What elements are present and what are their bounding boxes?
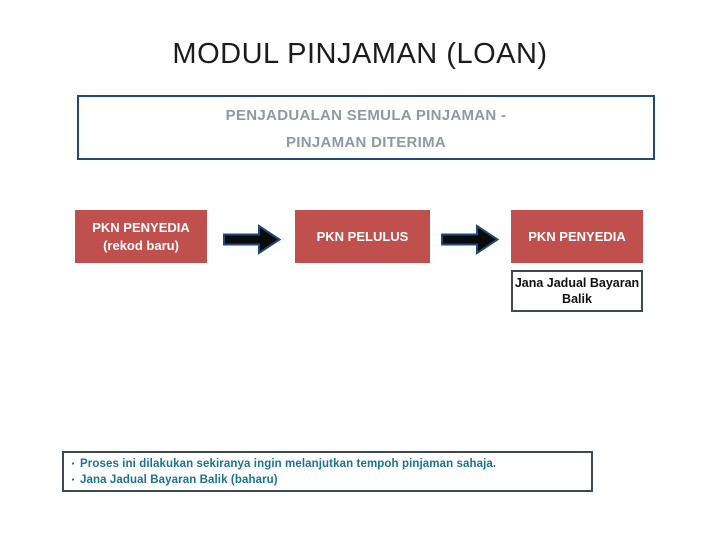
flow-box-pkn-penyedia: PKN PENYEDIA bbox=[511, 210, 643, 263]
section-header-line1: PENJADUALAN SEMULA PINJAMAN - bbox=[225, 107, 507, 124]
right-arrow-icon bbox=[222, 223, 282, 256]
flow-box1-line1: PKN PENYEDIA bbox=[92, 219, 190, 235]
sub-box-line1: Jana Jadual Bayaran bbox=[514, 276, 640, 290]
sub-box-jana-jadual-bayaran-balik: Jana Jadual Bayaran Balik bbox=[511, 270, 643, 312]
note-bullet1-text: Proses ini dilakukan sekiranya ingin mel… bbox=[80, 458, 497, 470]
flow-box1-line2: (rekod baru) bbox=[103, 237, 179, 253]
notes-box: ▪ Proses ini dilakukan sekiranya ingin m… bbox=[62, 451, 593, 492]
page-title: MODUL PINJAMAN (LOAN) bbox=[172, 38, 548, 70]
bullet-icon: ▪ bbox=[71, 459, 75, 468]
list-item: ▪ Jana Jadual Bayaran Balik (baharu) bbox=[66, 472, 587, 488]
note-bullet2-text: Jana Jadual Bayaran Balik (baharu) bbox=[80, 474, 278, 486]
flow-box-pkn-pelulus: PKN PELULUS bbox=[295, 210, 430, 263]
flow-box2-label: PKN PELULUS bbox=[316, 228, 409, 244]
flow-box-pkn-penyedia-rekod-baru: PKN PENYEDIA (rekod baru) bbox=[75, 210, 207, 263]
flow-box3-label: PKN PENYEDIA bbox=[528, 228, 626, 244]
section-header-box: PENJADUALAN SEMULA PINJAMAN - PINJAMAN D… bbox=[77, 95, 655, 160]
section-header-line2: PINJAMAN DITERIMA bbox=[285, 134, 447, 151]
bullet-icon: ▪ bbox=[71, 475, 75, 484]
list-item: ▪ Proses ini dilakukan sekiranya ingin m… bbox=[66, 456, 587, 472]
sub-box-line2: Balik bbox=[562, 292, 592, 306]
right-arrow-icon bbox=[440, 223, 500, 256]
